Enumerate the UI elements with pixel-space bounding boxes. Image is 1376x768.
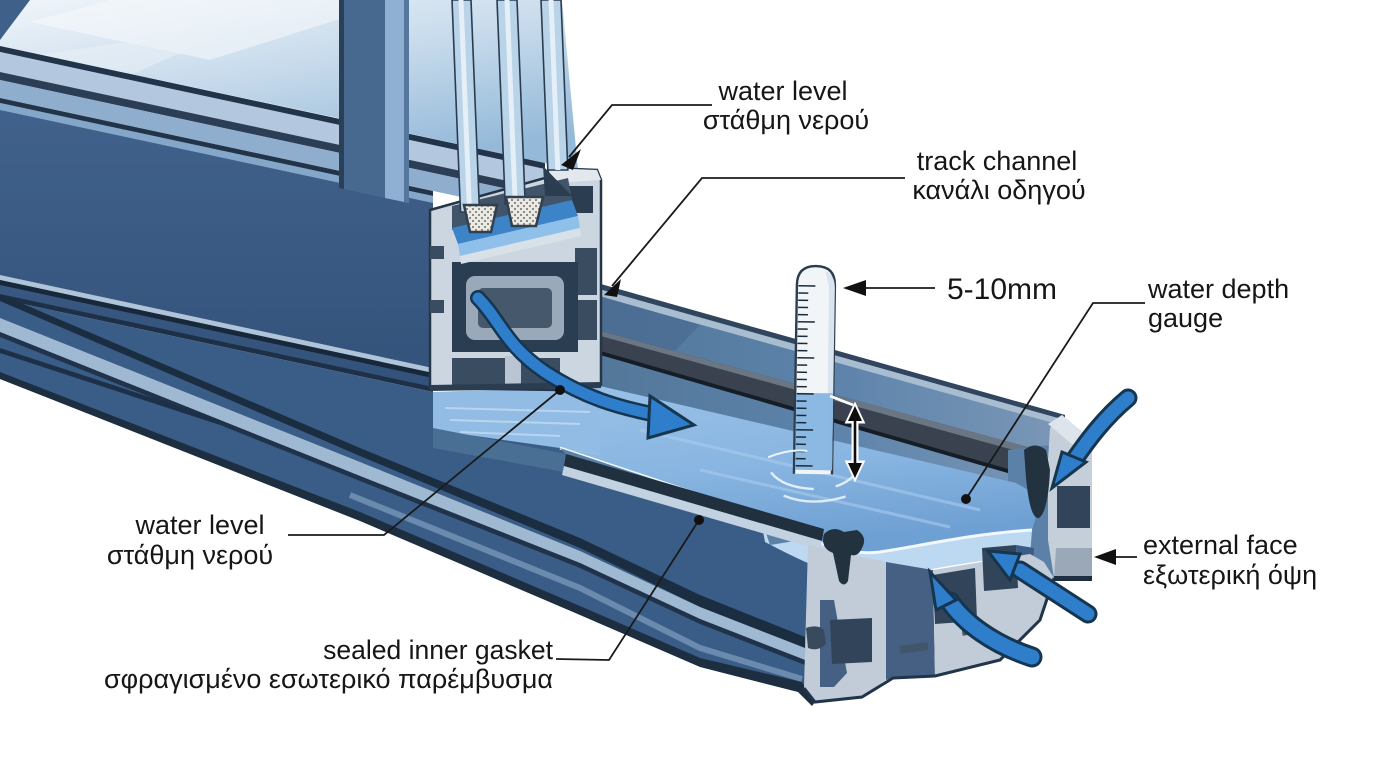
svg-text:gauge: gauge [1148, 303, 1223, 333]
svg-text:στάθμη νερού: στάθμη νερού [703, 105, 869, 135]
svg-text:water level: water level [717, 76, 847, 106]
svg-text:track channel: track channel [917, 146, 1078, 176]
svg-text:εξωτερική όψη: εξωτερική όψη [1143, 560, 1317, 590]
svg-text:στάθμη νερού: στάθμη νερού [107, 540, 273, 570]
svg-text:sealed inner gasket: sealed inner gasket [323, 635, 553, 665]
svg-text:water depth: water depth [1147, 274, 1289, 304]
svg-text:5-10mm: 5-10mm [947, 273, 1057, 306]
svg-text:external face: external face [1143, 530, 1298, 560]
svg-text:κανάλι οδηγού: κανάλι οδηγού [912, 175, 1085, 205]
svg-text:water level: water level [134, 510, 264, 540]
svg-text:σφραγισμένο εσωτερικό παρέμβυσ: σφραγισμένο εσωτερικό παρέμβυσμα [104, 664, 553, 694]
